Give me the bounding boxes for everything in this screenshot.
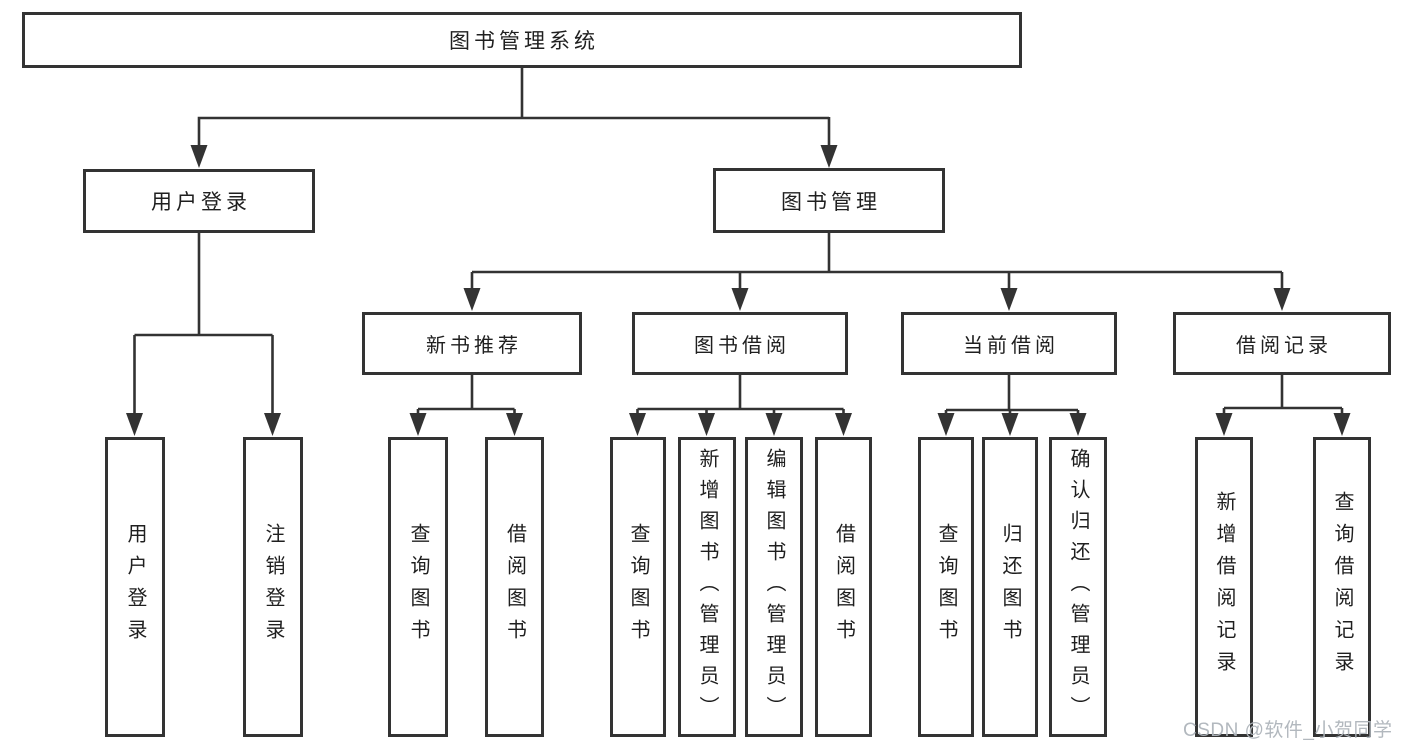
leaf-label: 查询借阅记录 — [1331, 491, 1353, 683]
leaf-label: 查询图书 — [935, 523, 957, 651]
leaf-label: 借阅图书 — [503, 523, 526, 651]
leaf-query-books-current: 查询图书 — [918, 437, 974, 737]
leaf-query-books-recommend: 查询图书 — [388, 437, 448, 737]
node-root-system: 图书管理系统 — [22, 12, 1022, 68]
connector-new-book-to-leaves — [416, 374, 516, 415]
node-label: 新书推荐 — [426, 335, 522, 357]
node-new-book-recommend: 新书推荐 — [362, 312, 582, 375]
node-label: 用户登录 — [151, 191, 251, 214]
leaf-confirm-return-admin: 确认归还（管理员） — [1049, 437, 1107, 737]
leaf-label: 新增图书（管理员） — [696, 447, 718, 727]
leaf-user-login: 用户登录 — [105, 437, 165, 737]
connector-user-login-to-leaves — [133, 232, 274, 415]
watermark: CSDN @软件_小贺同学 — [1183, 720, 1393, 741]
leaf-return-books: 归还图书 — [982, 437, 1038, 737]
node-book-borrowing: 图书借阅 — [632, 312, 848, 375]
leaf-query-borrow-record: 查询借阅记录 — [1313, 437, 1371, 737]
leaf-borrow-books-borrow: 借阅图书 — [815, 437, 872, 737]
connector-current-borrow-to-leaves — [944, 374, 1080, 415]
connector-root-to-level2 — [197, 67, 831, 147]
node-user-login-module: 用户登录 — [83, 169, 315, 233]
connector-book-mgmt-to-level3 — [470, 232, 1284, 290]
leaf-label: 新增借阅记录 — [1213, 491, 1235, 683]
leaf-label: 注销登录 — [262, 523, 284, 651]
node-label: 当前借阅 — [963, 335, 1059, 357]
connector-book-borrow-to-leaves — [636, 374, 845, 415]
leaf-label: 用户登录 — [124, 523, 146, 651]
node-current-borrowing: 当前借阅 — [901, 312, 1117, 375]
node-label: 借阅记录 — [1236, 335, 1332, 357]
leaf-label: 查询图书 — [407, 523, 429, 651]
node-label: 图书借阅 — [694, 335, 790, 357]
leaf-label: 借阅图书 — [832, 523, 855, 651]
leaf-logout: 注销登录 — [243, 437, 303, 737]
node-book-management-module: 图书管理 — [713, 168, 945, 233]
node-borrowing-records: 借阅记录 — [1173, 312, 1391, 375]
leaf-label: 归还图书 — [999, 523, 1021, 651]
leaf-add-borrow-record: 新增借阅记录 — [1195, 437, 1253, 737]
leaf-label: 确认归还（管理员） — [1067, 447, 1089, 727]
node-label: 图书管理 — [781, 190, 881, 214]
leaf-label: 查询图书 — [627, 523, 649, 651]
leaf-borrow-books-recommend: 借阅图书 — [485, 437, 544, 737]
connector-borrow-record-to-leaves — [1222, 374, 1344, 415]
leaf-edit-books-admin: 编辑图书（管理员） — [745, 437, 803, 737]
leaf-add-books-admin: 新增图书（管理员） — [678, 437, 736, 737]
node-root-label: 图书管理系统 — [449, 30, 599, 53]
leaf-query-books-borrow: 查询图书 — [610, 437, 666, 737]
leaf-label: 编辑图书（管理员） — [763, 447, 785, 727]
